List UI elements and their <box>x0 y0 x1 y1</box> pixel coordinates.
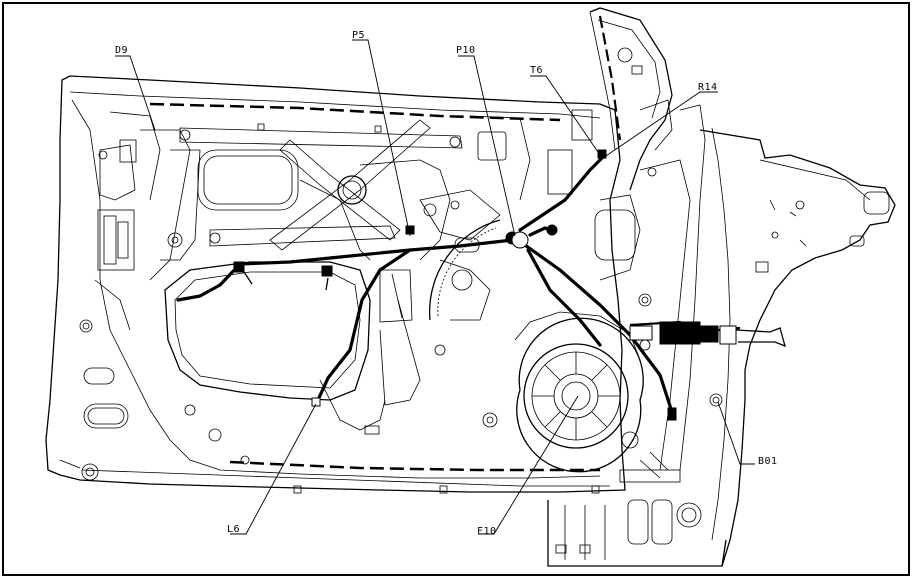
label-f10: F10 <box>477 526 497 537</box>
regulator-gear-sector <box>379 189 501 406</box>
hinge-module-area <box>94 111 191 331</box>
label-r14: R14 <box>698 82 718 93</box>
body-pillar-panel <box>547 127 896 567</box>
door-inner-panel <box>45 75 626 494</box>
speaker <box>514 311 651 473</box>
label-p5: P5 <box>352 30 365 41</box>
wiring-harness <box>176 149 786 421</box>
label-l6: L6 <box>227 524 240 535</box>
label-p10-top: P10 <box>456 45 476 56</box>
window-regulator <box>160 109 593 261</box>
window-frame-upper <box>589 7 673 191</box>
callout-labels: D9 P5 P10 T6 R14 B01 L6 F10 <box>115 30 778 537</box>
label-t6: T6 <box>530 65 543 76</box>
latch-area <box>594 104 723 483</box>
label-b01: B01 <box>758 456 778 467</box>
label-d9: D9 <box>115 45 128 56</box>
leader-lines <box>115 39 755 535</box>
